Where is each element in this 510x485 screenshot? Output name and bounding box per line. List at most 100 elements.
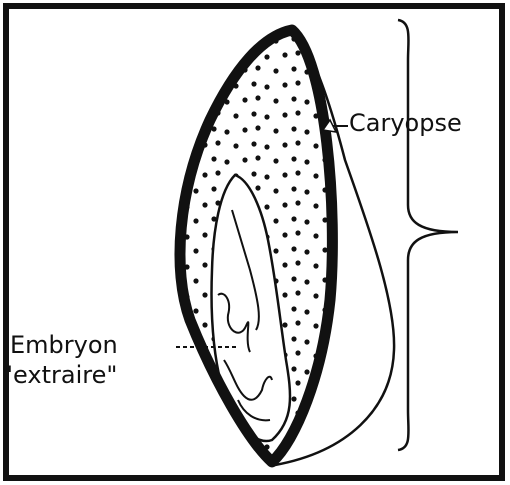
endosperm-dot <box>202 52 207 57</box>
endosperm-dot <box>233 143 238 148</box>
endosperm-dot <box>175 185 180 190</box>
endosperm-dot <box>255 125 260 130</box>
endosperm-dot <box>291 186 296 191</box>
endosperm-dot <box>331 381 336 386</box>
endosperm-dot <box>282 262 287 267</box>
endosperm-dot <box>193 98 198 103</box>
endosperm-dot <box>215 170 220 175</box>
endosperm-dot <box>175 95 180 100</box>
endosperm-dot <box>331 411 336 416</box>
endosperm-dot <box>313 443 318 448</box>
endosperm-dot <box>282 202 287 207</box>
endosperm-dot <box>242 37 247 42</box>
endosperm-dot <box>322 67 327 72</box>
endosperm-dot <box>304 189 309 194</box>
endosperm-dot <box>295 380 300 385</box>
endosperm-dot <box>295 50 300 55</box>
endosperm-dot <box>313 323 318 328</box>
endosperm-dot <box>291 96 296 101</box>
endosperm-dot <box>175 35 180 40</box>
endosperm-dot <box>313 293 318 298</box>
endosperm-dot <box>224 159 229 164</box>
endosperm-dot <box>291 156 296 161</box>
endosperm-dot <box>313 233 318 238</box>
endosperm-dot <box>273 68 278 73</box>
endosperm-dot <box>295 440 300 445</box>
endosperm-dot <box>193 218 198 223</box>
endosperm-dot <box>175 395 180 400</box>
endosperm-dot <box>184 144 189 149</box>
endosperm-dot <box>304 309 309 314</box>
endosperm-dot <box>175 155 180 160</box>
endosperm-dot <box>304 129 309 134</box>
endosperm-dot <box>331 51 336 56</box>
endosperm-dot <box>304 99 309 104</box>
endosperm-dot <box>215 140 220 145</box>
endosperm-dot <box>304 369 309 374</box>
endosperm-dot <box>202 292 207 297</box>
endosperm-dot <box>304 159 309 164</box>
endosperm-dot <box>202 172 207 177</box>
endosperm-dot <box>273 188 278 193</box>
endosperm-dot <box>251 111 256 116</box>
endosperm-dot <box>282 292 287 297</box>
endosperm-dot <box>295 350 300 355</box>
endosperm-dot <box>295 260 300 265</box>
endosperm-dot <box>282 142 287 147</box>
endosperm-dot <box>291 66 296 71</box>
endosperm-dot <box>175 425 180 430</box>
endosperm-dot <box>291 306 296 311</box>
endosperm-dot <box>184 54 189 59</box>
endosperm-dot <box>273 158 278 163</box>
endosperm-dot <box>215 440 220 445</box>
endosperm-dot <box>211 426 216 431</box>
endosperm-dot <box>304 429 309 434</box>
endosperm-dot <box>233 443 238 448</box>
endosperm-dot <box>211 36 216 41</box>
endosperm-dot <box>193 368 198 373</box>
endosperm-dot <box>224 429 229 434</box>
endosperm-dot <box>282 82 287 87</box>
endosperm-dot <box>264 144 269 149</box>
endosperm-dot <box>242 97 247 102</box>
endosperm-dot <box>224 69 229 74</box>
endosperm-dot <box>291 396 296 401</box>
endosperm-dot <box>193 278 198 283</box>
endosperm-dot <box>331 81 336 86</box>
endosperm-dot <box>295 320 300 325</box>
endosperm-dot <box>211 156 216 161</box>
endosperm-dot <box>313 263 318 268</box>
endosperm-dot <box>202 412 207 417</box>
endosperm-dot <box>175 65 180 70</box>
endosperm-dot <box>273 98 278 103</box>
endosperm-dot <box>304 279 309 284</box>
endosperm-dot <box>211 396 216 401</box>
endosperm-dot <box>224 39 229 44</box>
endosperm-dot <box>251 171 256 176</box>
endosperm-dot <box>313 413 318 418</box>
endosperm-dot <box>295 110 300 115</box>
curly-brace <box>398 20 458 450</box>
endosperm-dot <box>255 185 260 190</box>
endosperm-dot <box>322 37 327 42</box>
endosperm-dot <box>304 339 309 344</box>
endosperm-dot <box>242 157 247 162</box>
endosperm-dot <box>184 414 189 419</box>
endosperm-dot <box>295 230 300 235</box>
endosperm-dot <box>215 50 220 55</box>
endosperm-dot <box>291 276 296 281</box>
endosperm-dot <box>295 140 300 145</box>
endosperm-dot <box>184 354 189 359</box>
extraire-label: "extraire" <box>2 363 117 387</box>
endosperm-dot <box>193 128 198 133</box>
endosperm-dot <box>255 35 260 40</box>
endosperm-dot <box>224 129 229 134</box>
endosperm-dot <box>184 384 189 389</box>
endosperm-dot <box>295 170 300 175</box>
endosperm-dot <box>193 38 198 43</box>
endosperm-dot <box>215 410 220 415</box>
endosperm-dot <box>313 143 318 148</box>
endosperm-dot <box>202 202 207 207</box>
endosperm-dot <box>193 188 198 193</box>
